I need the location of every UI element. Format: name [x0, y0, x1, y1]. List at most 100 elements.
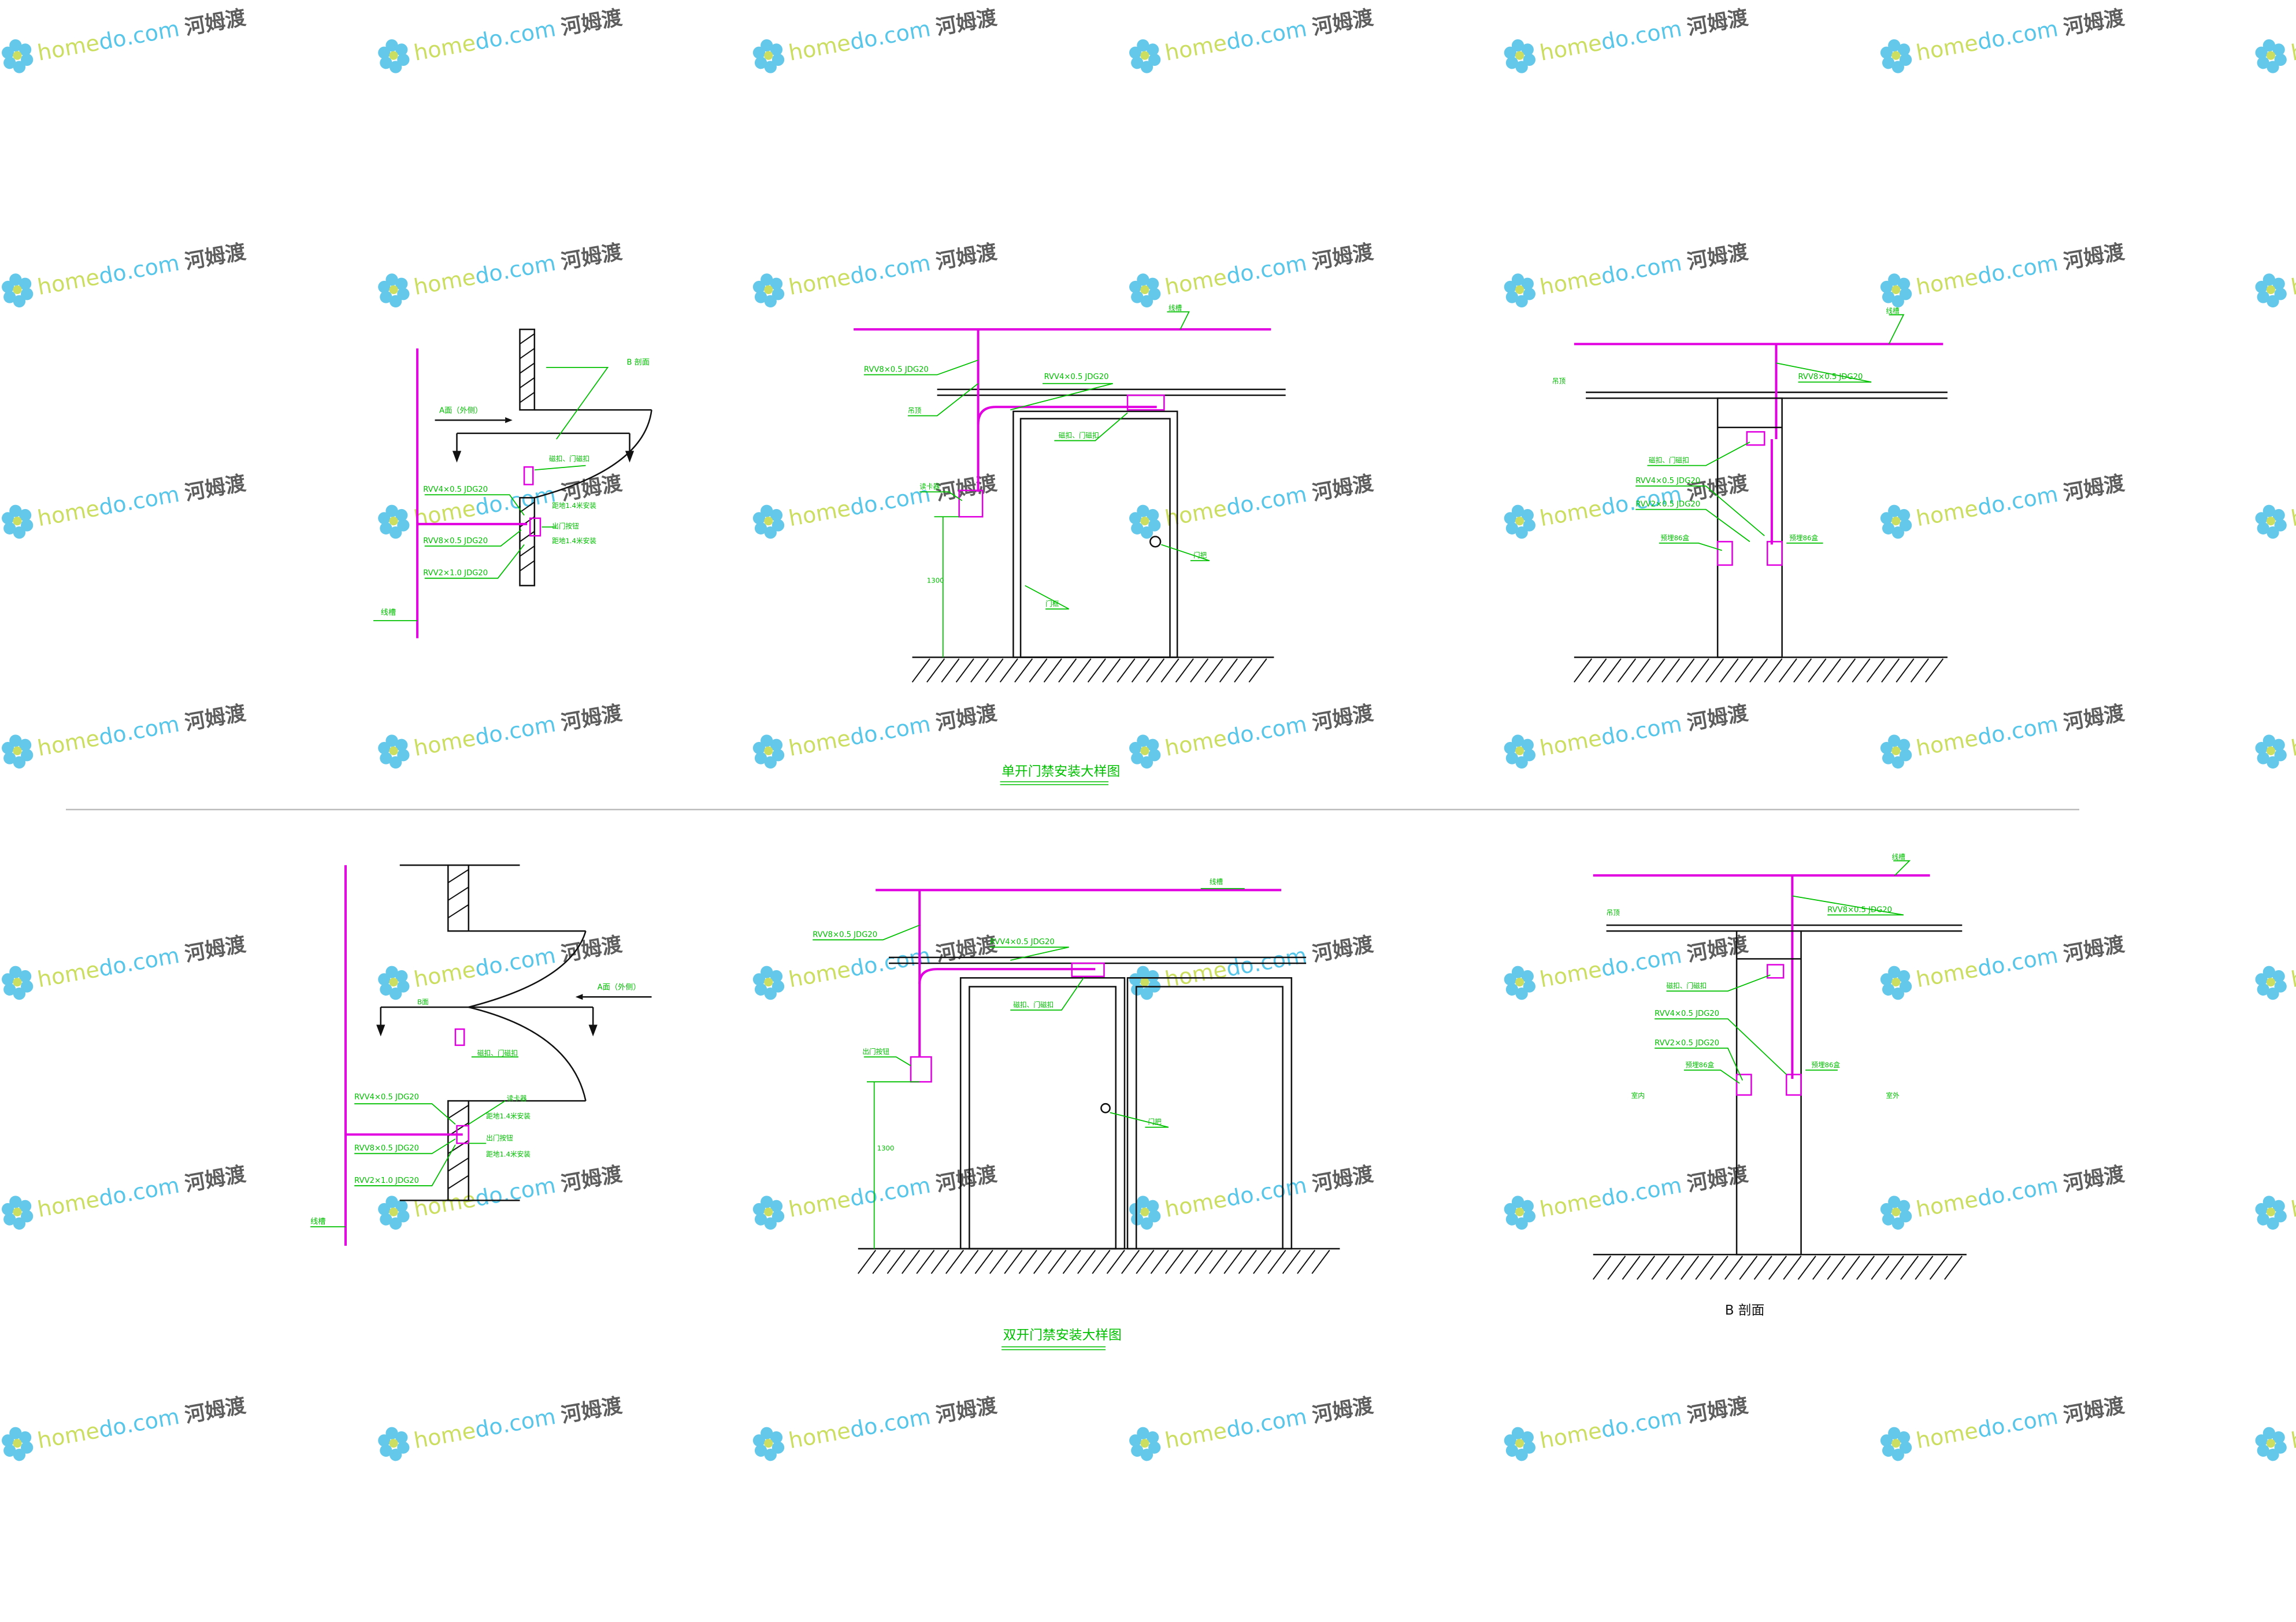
wall-upper: [447, 864, 470, 932]
hatch-stroke: [1866, 658, 1885, 683]
label-trunk: 线槽: [1210, 878, 1223, 886]
hatch-stroke: [886, 1249, 906, 1274]
label-reader: 读卡器: [507, 1094, 527, 1103]
hatch-stroke: [1881, 658, 1900, 683]
hatch-stroke: [1778, 658, 1797, 683]
label-exit-note: 距地1.4米安装: [552, 537, 596, 545]
hatch-stroke: [1661, 658, 1681, 683]
box-right: [1785, 1074, 1802, 1096]
label-cable-1: RVV4×0.5 JDG20: [423, 485, 488, 494]
hatch-stroke: [1014, 658, 1033, 683]
box-left: [1735, 1074, 1752, 1096]
label-reader-lock: 磁扣、门磁扣: [549, 455, 589, 463]
label-height: 1300: [877, 1144, 895, 1152]
label-ceiling: 吊顶: [1607, 908, 1620, 916]
label-cable-1: RVV4×0.5 JDG20: [1655, 1009, 1719, 1018]
hatch-stroke: [1102, 658, 1121, 683]
hatch-stroke: [1885, 1256, 1904, 1280]
hatch-stroke: [1618, 658, 1637, 683]
hatch-stroke: [1607, 1256, 1626, 1280]
label-cable-3: RVV2×1.0 JDG20: [423, 569, 488, 578]
hatch-stroke: [1837, 658, 1856, 683]
exit-box: [910, 1056, 932, 1083]
hatch-stroke: [1238, 1249, 1257, 1274]
hatch-stroke: [1297, 1249, 1316, 1274]
label-reader-note: 距地1.4米安装: [486, 1112, 531, 1120]
exit-box: [456, 1124, 470, 1144]
hatch-stroke: [1121, 1249, 1140, 1274]
label-trunk: 线槽: [310, 1217, 325, 1226]
hatch-stroke: [1223, 1249, 1242, 1274]
label-reader: 读卡器: [919, 482, 940, 491]
lock-box: [1767, 964, 1785, 979]
label-ceiling: 吊顶: [908, 406, 922, 414]
hatch-stroke: [1622, 1256, 1641, 1280]
hatch-stroke: [1574, 658, 1593, 683]
reader-box: [958, 489, 984, 518]
hatch-stroke: [1910, 658, 1929, 683]
hatch-stroke: [1764, 658, 1783, 683]
hatch-stroke: [974, 1249, 993, 1274]
hatch-stroke: [1588, 658, 1607, 683]
label-lock: 磁扣、门磁扣: [477, 1049, 518, 1057]
hatch-stroke: [1900, 1256, 1919, 1280]
hatch-stroke: [1190, 658, 1209, 683]
label-cable-2: RVV2×0.5 JDG20: [1635, 500, 1700, 509]
hatch-stroke: [1204, 658, 1223, 683]
door-left-frame: [959, 977, 1126, 1250]
hatch-stroke: [1871, 1256, 1890, 1280]
hatch-stroke: [1248, 658, 1267, 683]
hatch-stroke: [941, 658, 960, 683]
hatch-stroke: [1018, 1249, 1037, 1274]
hatch-stroke: [970, 658, 989, 683]
hatch-stroke: [989, 1249, 1008, 1274]
hatch-stroke: [1234, 658, 1253, 683]
hatch-stroke: [1925, 658, 1944, 683]
hatch-stroke: [916, 1249, 935, 1274]
hatch-stroke: [1676, 658, 1695, 683]
label-trunk: 线槽: [1886, 307, 1900, 315]
door-handle: [1149, 536, 1162, 548]
hatch-stroke: [1073, 658, 1092, 683]
lock-box: [1126, 394, 1165, 411]
hatch-stroke: [1033, 1249, 1052, 1274]
hatch-stroke: [1311, 1249, 1330, 1274]
hatch-stroke: [1797, 1256, 1816, 1280]
label-exit-button: 出门按钮: [862, 1048, 889, 1056]
label-indoor: 室内: [1631, 1092, 1645, 1100]
